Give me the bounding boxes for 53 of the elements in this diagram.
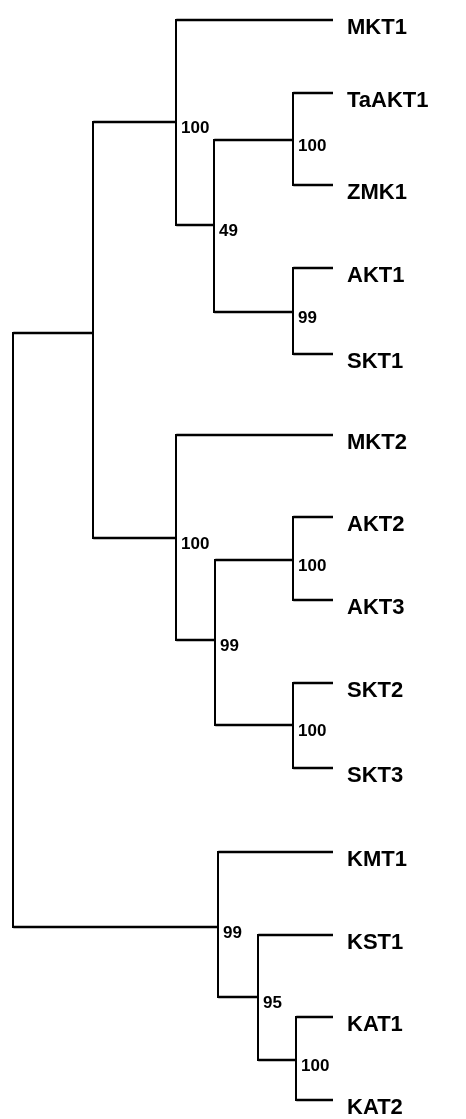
clade-branch [12,331,15,929]
tree-branch [93,120,177,124]
taxon-label: SKT1 [333,348,404,374]
taxon-label: MKT2 [333,429,407,455]
tree-branch [218,850,333,854]
bootstrap-value: 100 [298,137,327,155]
bootstrap-value: 99 [298,309,317,327]
tree-branch [176,223,215,227]
taxon-label: KST1 [333,929,404,955]
bootstrap-value: 99 [220,637,239,655]
taxon-label: MKT1 [333,14,407,40]
taxon-label: KAT1 [333,1011,403,1037]
tree-branch [215,558,294,562]
taxon-label: TaAKT1 [333,87,429,113]
clade-branch [92,120,95,540]
bootstrap-value: 100 [301,1057,330,1075]
tree-branch [296,1098,333,1102]
taxon-label: SKT2 [333,677,404,703]
tree-branch [293,352,333,356]
tree-branch [215,723,294,727]
bootstrap-value: 100 [298,557,327,575]
bootstrap-value: 100 [181,119,210,137]
tree-branch [293,183,333,187]
tree-branch [293,515,333,519]
tree-branch [93,536,177,540]
taxon-label: ZMK1 [333,179,407,205]
tree-branch [258,933,333,937]
tree-branch [293,91,333,95]
taxon-label: AKT2 [333,511,405,537]
taxon-label: AKT3 [333,594,405,620]
tree-branch [293,766,333,770]
bootstrap-value: 100 [181,535,210,553]
taxon-label: SKT3 [333,762,404,788]
tree-branch [258,1058,297,1062]
tree-branch [296,1015,333,1019]
bootstrap-value: 100 [298,722,327,740]
taxon-label: KMT1 [333,846,407,872]
bootstrap-value: 95 [263,994,282,1012]
tree-branch [214,138,294,142]
bootstrap-value: 99 [223,924,242,942]
tree-branch [214,310,294,314]
tree-branch [293,266,333,270]
tree-branch [218,995,259,999]
bootstrap-value: 49 [219,222,238,240]
tree-branch [176,18,333,22]
tree-branch [176,433,333,437]
tree-branch [13,925,219,929]
tree-branch [176,638,216,642]
tree-branch [13,331,94,335]
taxon-label: KAT2 [333,1094,403,1119]
tree-branch [293,681,333,685]
taxon-label: AKT1 [333,262,405,288]
tree-branch [293,598,333,602]
